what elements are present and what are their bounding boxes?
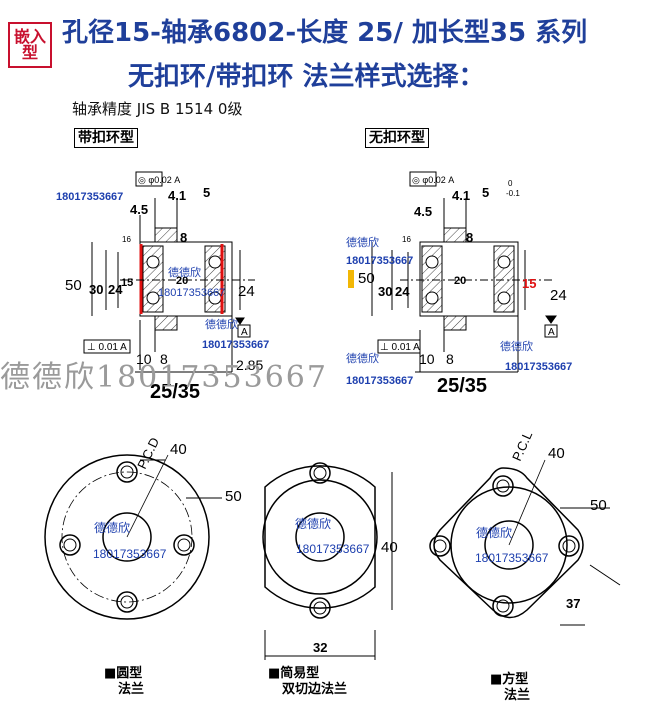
left-tol-a-text: ◎ φ0.02 A: [138, 175, 180, 185]
square-flange-labels: P.C.L 40 50 37: [509, 429, 607, 611]
round-dim-40: 40: [170, 441, 187, 458]
square-dim-40: 40: [548, 445, 565, 462]
dim-16: 16: [122, 235, 131, 244]
r-wm-phone-2: 18017353667: [346, 375, 413, 387]
square-dim-50: 50: [590, 497, 607, 514]
right-section-drawing: [371, 171, 558, 373]
square-pcl: P.C.L: [509, 429, 535, 463]
round-pcd: P.C.D: [134, 435, 162, 471]
r-dim-8-bottom: 8: [446, 351, 454, 367]
left-tol-b-text: ⊥ 0.01 A: [87, 342, 127, 353]
simple-label-2: 双切边法兰: [282, 682, 348, 697]
round-wm-brand: 德德欣: [94, 520, 130, 535]
round-label-2: 法兰: [118, 682, 145, 697]
r-dim-15-red: 15: [522, 276, 536, 291]
r-wm-brand-3: 德德欣: [500, 339, 533, 353]
dim-8: 8: [180, 230, 187, 245]
r-dim-5: 5: [482, 185, 489, 200]
left-datum: A: [241, 327, 248, 338]
round-label-1: ■圆型: [104, 666, 143, 681]
r-wm-phone-1: 18017353667: [346, 255, 413, 267]
page-subtitle: 无扣环/带扣环 法兰样式选择：: [128, 62, 485, 92]
without-ring-tag: 无扣环型: [365, 128, 429, 148]
square-label-1: ■方型: [490, 672, 529, 687]
simple-flange-caption: ■简易型 双切边法兰: [268, 666, 347, 698]
simple-flange-wm: 德德欣 18017353667: [295, 516, 370, 556]
right-yellow-mark: [348, 270, 354, 288]
square-flange-wm: 德德欣 18017353667: [475, 525, 549, 565]
right-dimensions: ◎ φ0.02 A 4.1 5 0 -0.1 4.5 8 16 50 30 24…: [358, 175, 567, 397]
simple-dim-32: 32: [313, 640, 327, 655]
r-dim-4-5: 4.5: [414, 204, 432, 219]
round-flange-labels: P.C.D 40 50: [134, 435, 241, 505]
round-flange-caption: ■圆型 法兰: [104, 666, 144, 698]
dim-8-bottom: 8: [160, 351, 168, 367]
watermark-overlay: 德德欣18017353667: [0, 360, 328, 395]
r-dim-8: 8: [466, 230, 473, 245]
r-dim-4-1: 4.1: [452, 188, 470, 203]
right-datum: A: [548, 327, 555, 338]
simple-dim-40: 40: [381, 539, 398, 556]
r-dim-50: 50: [358, 270, 375, 287]
left-section-drawing: ◎ φ0.02 A: [83, 171, 255, 373]
dim-24: 24: [108, 282, 123, 297]
wm-brand-2: 德德欣: [205, 317, 238, 331]
square-label-2: 法兰: [504, 688, 531, 703]
left-length: 25/35: [150, 381, 200, 403]
r-wm-brand-1: 德德欣: [346, 235, 379, 249]
r-dim-30: 30: [378, 284, 392, 299]
simple-wm-brand: 德德欣: [295, 516, 331, 531]
r-dim-24-right: 24: [550, 287, 567, 304]
dim-20: 20: [176, 275, 188, 287]
wm-phone-1: 18017353667: [56, 191, 123, 203]
left-tol-box-top: ◎ φ0.02 A: [135, 171, 180, 187]
round-flange-drawing: [44, 454, 222, 620]
round-wm-phone: 18017353667: [93, 547, 167, 561]
round-flange-wm: 德德欣 18017353667: [93, 520, 167, 561]
dim-5: 5: [203, 185, 210, 200]
dim-4-1: 4.1: [168, 188, 186, 203]
square-wm-brand: 德德欣: [476, 525, 512, 540]
dim-15: 15: [121, 277, 133, 289]
r-dim-16: 16: [402, 235, 411, 244]
right-tol-a-text: ◎ φ0.02 A: [412, 175, 454, 185]
square-flange-caption: ■方型 法兰: [490, 672, 530, 704]
dim-10: 10: [136, 351, 152, 367]
wm-phone-3: 18017353667: [202, 339, 269, 351]
square-flange-drawing: [429, 459, 621, 626]
dim-30: 30: [89, 282, 103, 297]
simple-wm-phone: 18017353667: [296, 542, 370, 556]
with-ring-tag: 带扣环型: [74, 128, 138, 148]
round-dim-50: 50: [225, 488, 242, 505]
square-wm-phone: 18017353667: [475, 551, 549, 565]
dim-24-right: 24: [238, 283, 255, 300]
r-tol-top: 0: [508, 179, 513, 188]
type-stamp: 嵌入型: [8, 22, 52, 68]
left-watermarks: 18017353667 德德欣 18017353667 德德欣 18017353…: [56, 191, 269, 351]
r-tol-bot: -0.1: [506, 189, 520, 198]
right-length: 25/35: [437, 375, 487, 397]
dim-50: 50: [65, 277, 82, 294]
dim-4-5: 4.5: [130, 202, 148, 217]
dim-2-85: 2.85: [236, 357, 263, 373]
left-dimensions: 4.1 5 4.5 8 16 50 30 24 15 20 24 10 8 2.…: [65, 185, 263, 403]
r-dim-20: 20: [454, 275, 466, 287]
page-title: 孔径15-轴承6802-长度 25/ 加长型35 系列: [62, 18, 588, 48]
simple-flange-labels: 40 32: [313, 539, 398, 655]
r-wm-brand-2: 德德欣: [346, 351, 379, 365]
bearing-precision: 轴承精度 JIS B 1514 0级: [72, 100, 243, 118]
wm-brand-1: 德德欣: [168, 265, 201, 279]
square-dim-37: 37: [566, 596, 580, 611]
simple-flange-drawing: [262, 462, 393, 660]
simple-label-1: ■简易型: [268, 666, 320, 681]
r-dim-10: 10: [419, 351, 435, 367]
r-wm-phone-3: 18017353667: [505, 361, 572, 373]
right-watermarks: 德德欣 18017353667 德德欣 18017353667 德德欣 1801…: [346, 235, 572, 387]
right-tol-b-text: ⊥ 0.01 A: [380, 342, 420, 353]
r-dim-24: 24: [395, 284, 410, 299]
wm-phone-2: 18017353667: [158, 287, 225, 299]
